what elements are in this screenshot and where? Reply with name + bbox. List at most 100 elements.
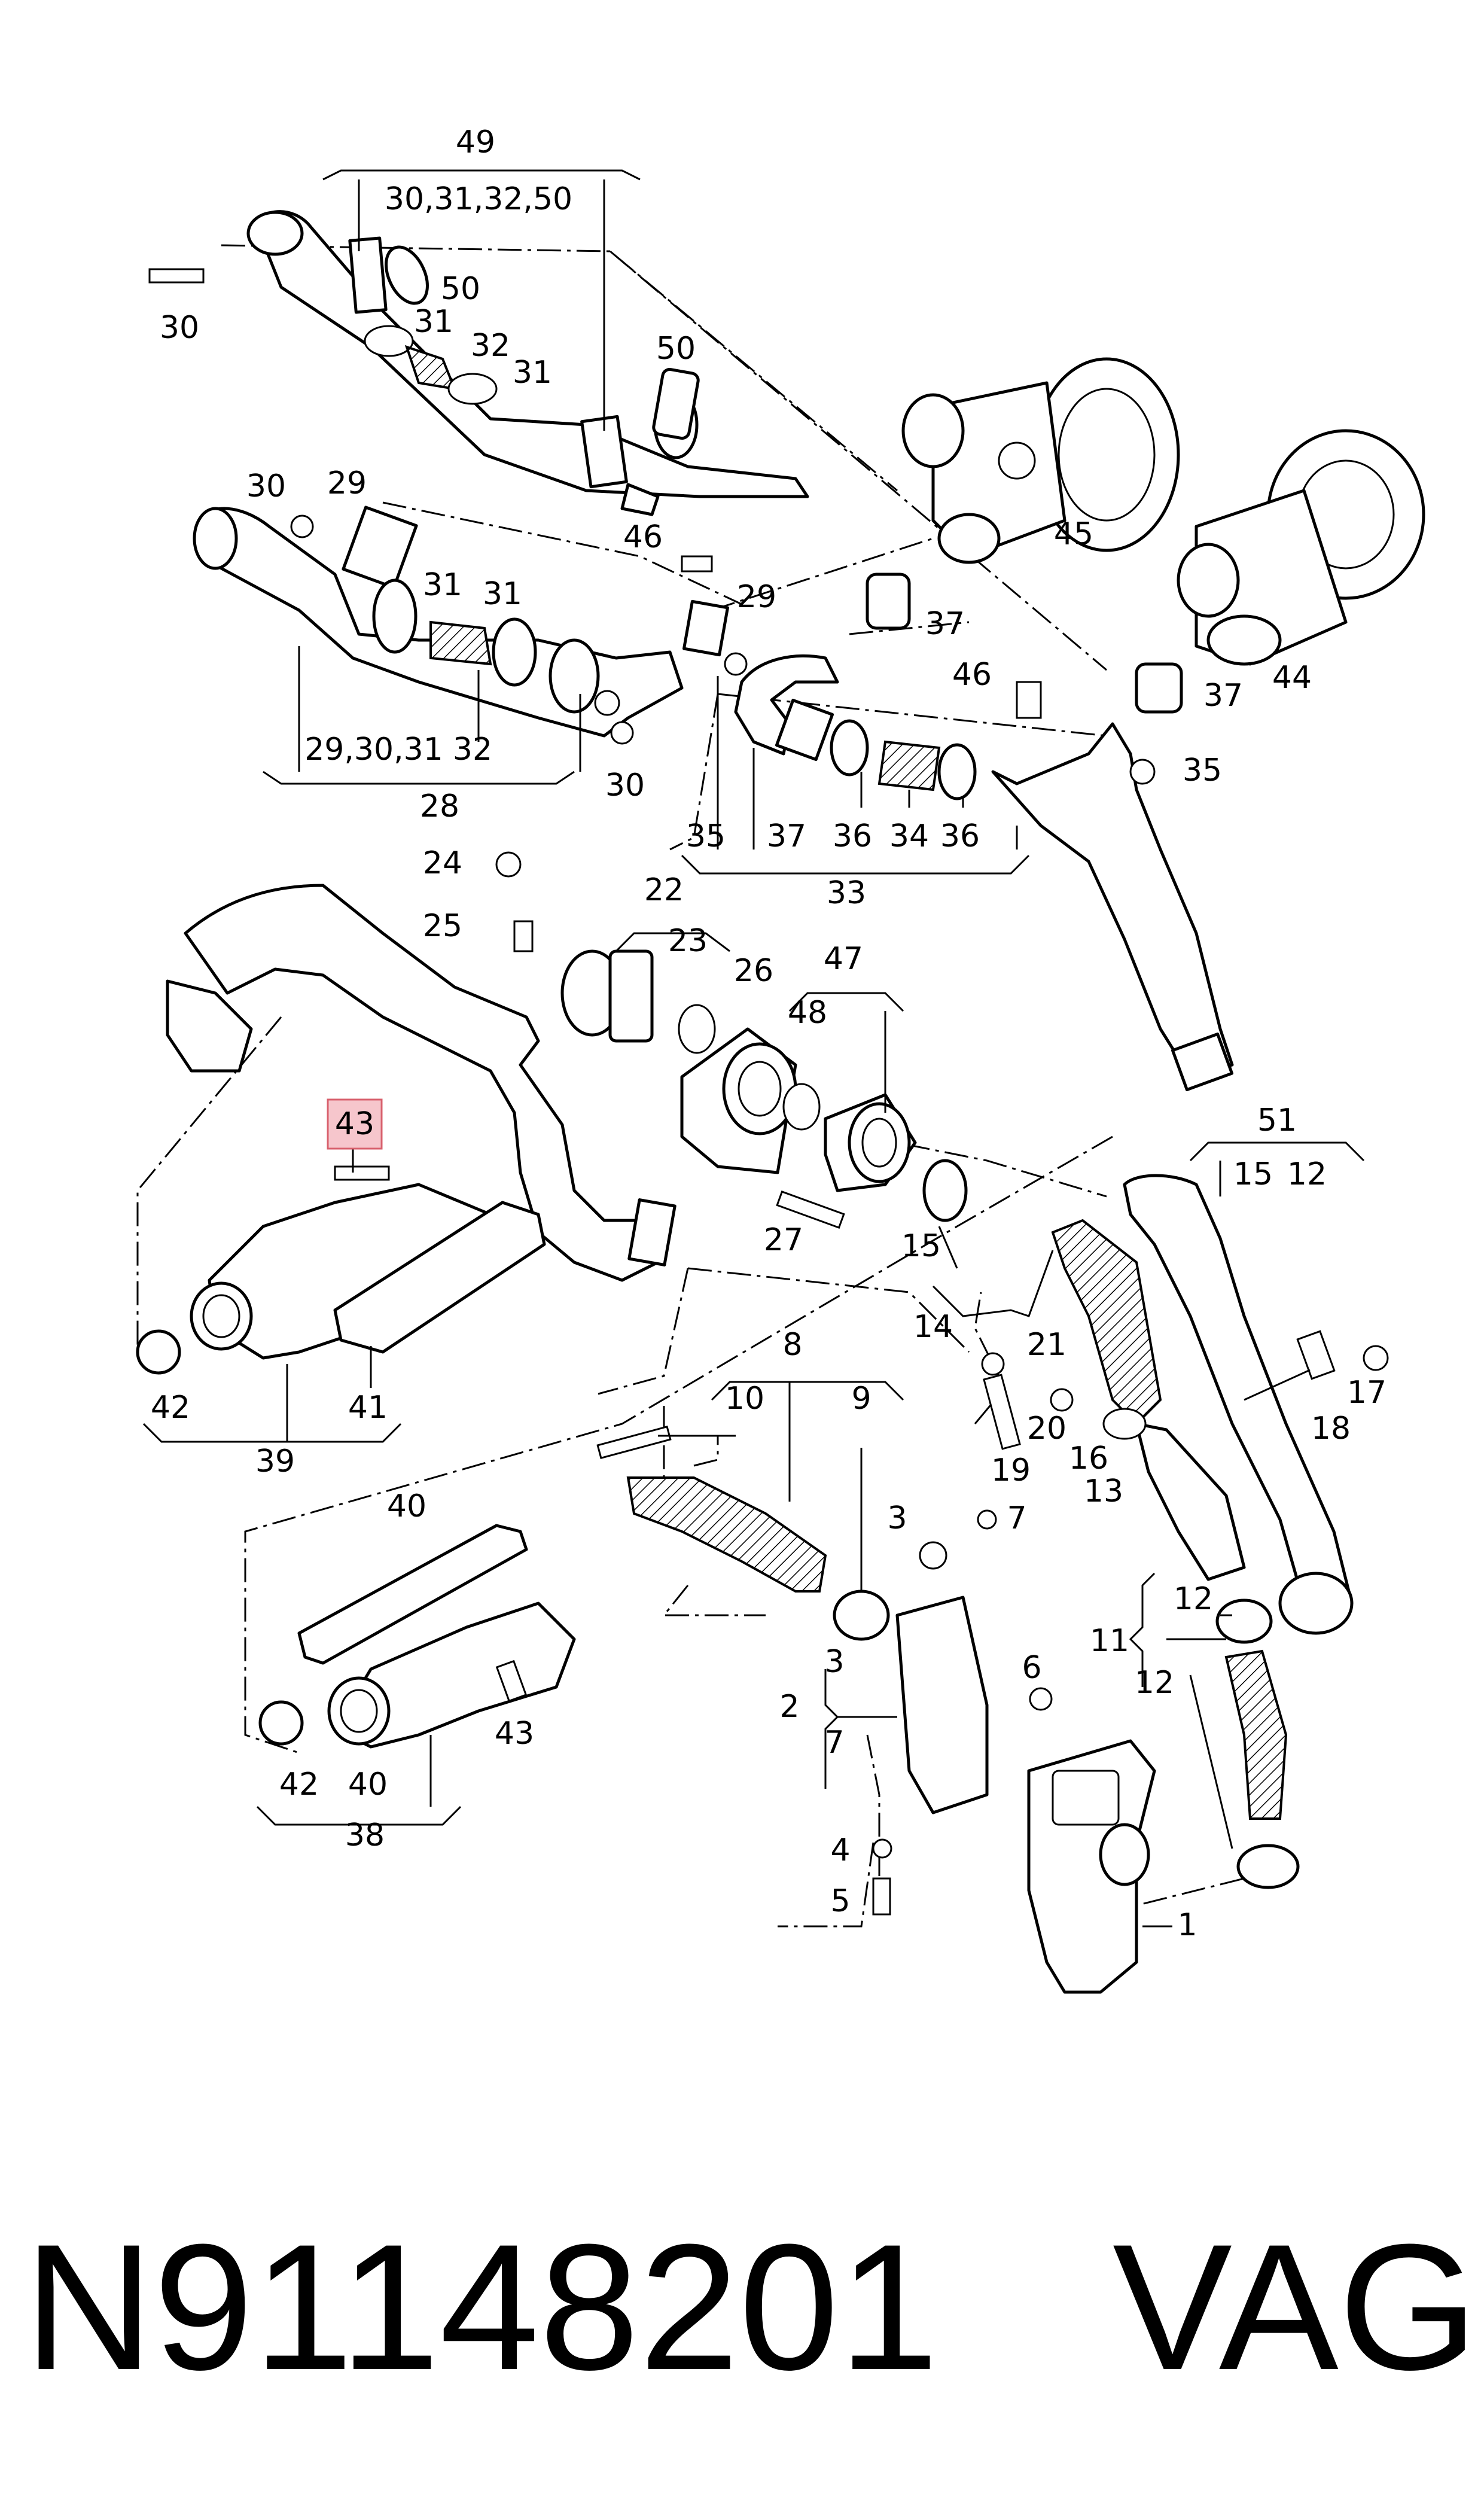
nut-3	[919, 1541, 947, 1570]
label-10: 10	[725, 1381, 764, 1417]
label-29a: 29	[327, 465, 367, 501]
bolt-35b	[1129, 759, 1156, 785]
label-43b: 43	[495, 1716, 534, 1752]
label-24: 24	[423, 845, 462, 881]
sensor-46a	[681, 555, 713, 573]
hose-8	[626, 1476, 827, 1593]
exhaust-pipe-middle	[193, 506, 729, 738]
label-50b: 50	[656, 331, 696, 367]
bolt-30c	[610, 721, 634, 745]
turbocharger-44	[1177, 429, 1425, 666]
gasket-41	[333, 1201, 546, 1354]
label-38: 38	[345, 1817, 385, 1853]
label-23: 23	[668, 923, 708, 959]
label-3a: 3	[887, 1500, 907, 1536]
turbocharger-45	[901, 357, 1180, 564]
label-21: 21	[1027, 1327, 1066, 1363]
label-5: 5	[830, 1883, 850, 1919]
label-42b: 42	[279, 1767, 319, 1803]
bolt-27	[776, 1190, 845, 1229]
label-15b: 15	[901, 1228, 941, 1264]
label-19: 19	[991, 1453, 1031, 1488]
gasket-50	[652, 368, 700, 440]
label-25: 25	[423, 908, 462, 944]
bolt-43a	[334, 1165, 390, 1181]
label-36b: 36	[940, 818, 980, 854]
label-30c: 30	[605, 768, 645, 803]
label-41: 41	[348, 1390, 388, 1426]
label-33: 33	[827, 875, 866, 911]
label-2: 2	[779, 1689, 799, 1725]
bolt-20	[1050, 1388, 1074, 1412]
label-8: 8	[782, 1327, 802, 1363]
label-42a: 42	[151, 1390, 190, 1426]
label-3b: 3	[824, 1644, 844, 1680]
label-4: 4	[830, 1832, 850, 1868]
label-37b: 37	[1203, 678, 1243, 714]
gasket-37a	[866, 573, 911, 630]
clamp-16	[1102, 1408, 1147, 1440]
label-31a: 31	[414, 304, 453, 340]
label-36a: 36	[833, 818, 872, 854]
label-51: 51	[1257, 1103, 1297, 1138]
seal-48	[782, 1083, 821, 1131]
caption-brand: VAG	[1113, 2206, 1478, 2407]
label-46b: 46	[952, 657, 992, 693]
valve-47	[824, 1093, 917, 1192]
label-26: 26	[734, 953, 773, 989]
bracket-2	[895, 1596, 989, 1814]
label-34: 34	[889, 818, 929, 854]
gasket-40	[297, 1524, 528, 1665]
label-15a: 15	[1233, 1156, 1273, 1192]
label-35a: 35	[1183, 753, 1222, 788]
clamp-12b	[1236, 1844, 1300, 1889]
label-22: 22	[644, 872, 684, 908]
label-12c: 12	[1135, 1665, 1174, 1701]
bracket-19	[983, 1374, 1021, 1450]
label-9: 9	[851, 1381, 871, 1417]
label-45: 45	[1054, 516, 1093, 552]
label-1: 1	[1177, 1907, 1197, 1943]
clamp-9	[833, 1590, 890, 1641]
label-20: 20	[1027, 1411, 1066, 1447]
label-30-31-32-50: 30,31,32,50	[385, 181, 572, 217]
nut-21	[981, 1352, 1005, 1376]
clamp-15	[922, 1159, 968, 1222]
label-7a: 7	[1007, 1500, 1026, 1536]
label-27: 27	[764, 1222, 803, 1258]
bolt-5	[872, 1877, 891, 1916]
egr-cooler-38	[327, 1601, 576, 1749]
caption-part-number: N91148201	[24, 2206, 938, 2407]
label-39: 39	[255, 1444, 295, 1479]
label-11: 11	[1090, 1623, 1129, 1659]
throttle-26	[680, 1027, 797, 1174]
exhaust-pipe-33	[734, 654, 1234, 1092]
pipe-13	[1135, 1422, 1246, 1581]
label-29-30-31: 29,30,31	[304, 732, 443, 768]
label-14: 14	[913, 1309, 953, 1345]
label-17: 17	[1347, 1375, 1387, 1411]
label-46a: 46	[623, 519, 663, 555]
bolt-24	[495, 851, 522, 878]
label-31b: 31	[513, 355, 552, 391]
clamp-12a	[1215, 1599, 1273, 1644]
label-12b: 12	[1174, 1581, 1213, 1617]
hose-11	[1224, 1649, 1288, 1820]
label-48: 48	[788, 995, 827, 1031]
exhaust-pipe-upper	[246, 210, 809, 516]
sensor-18	[1296, 1330, 1336, 1380]
pipe-51	[1123, 1174, 1354, 1617]
pipe-22	[166, 884, 677, 1282]
bolt-30b	[290, 514, 314, 538]
bolt-30a	[148, 268, 205, 284]
bolt-7	[977, 1509, 997, 1530]
highlight-box-43	[327, 1098, 383, 1150]
label-50a: 50	[441, 271, 480, 307]
label-7b: 7	[824, 1725, 844, 1761]
label-18: 18	[1311, 1411, 1351, 1447]
caption: N91148201 VAG	[24, 2206, 1478, 2407]
label-30b: 30	[246, 468, 286, 504]
label-16: 16	[1069, 1441, 1108, 1476]
label-12a: 12	[1287, 1156, 1327, 1192]
